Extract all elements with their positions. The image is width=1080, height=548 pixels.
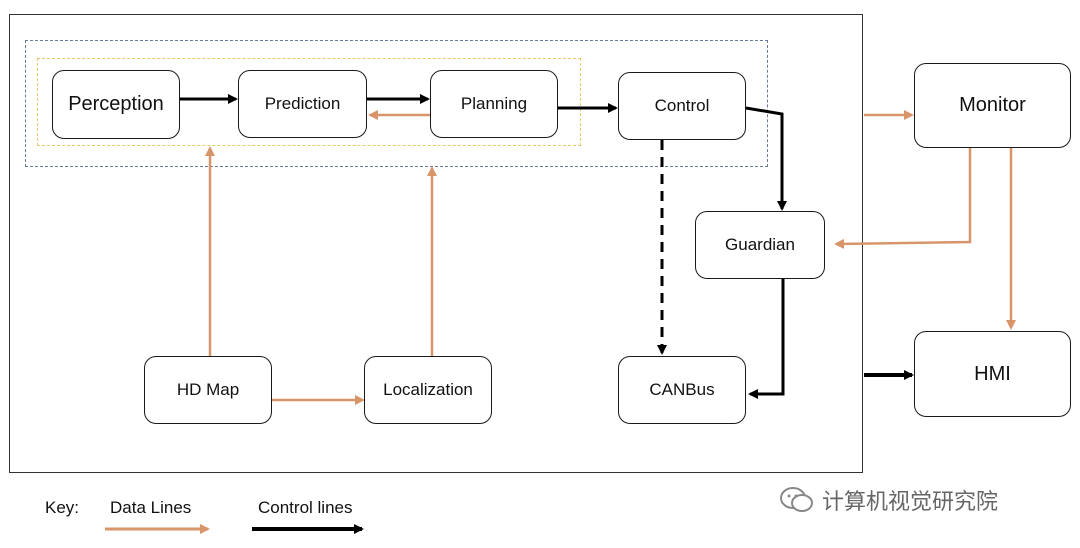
node-control-label: Control [654, 96, 710, 115]
outer-dashed-group [25, 40, 768, 167]
node-canbus-label: CANBus [649, 380, 715, 399]
node-hd-map-label: HD Map [176, 380, 240, 399]
arrow-guardian-to-canbus [748, 279, 785, 399]
node-hmi: HMI [914, 331, 1071, 417]
key-control-lines-label: Control lines [258, 498, 353, 517]
key-data-lines-label: Data Lines [110, 498, 192, 517]
arrow-control-to-guardian [745, 106, 787, 211]
node-planning-label: Planning [460, 94, 528, 113]
node-perception: Perception [52, 70, 180, 139]
arrow-monitor-to-guardian [834, 148, 972, 249]
watermark-text: 计算机视觉研究院 [822, 490, 999, 515]
watermark: 计算机视觉研究院 [780, 484, 998, 516]
node-control: Control [618, 72, 746, 140]
node-guardian: Guardian [695, 211, 825, 279]
node-canbus: CANBus [618, 356, 746, 424]
node-prediction-label: Prediction [264, 94, 341, 113]
node-perception-label: Perception [68, 93, 164, 115]
node-localization: Localization [364, 356, 492, 424]
wechat-icon [780, 486, 814, 514]
node-localization-label: Localization [383, 380, 473, 399]
node-prediction: Prediction [238, 70, 367, 138]
node-monitor: Monitor [914, 63, 1071, 148]
node-monitor-label: Monitor [959, 94, 1026, 116]
node-guardian-label: Guardian [725, 235, 795, 254]
inner-dashed-group [37, 58, 581, 146]
node-hd-map: HD Map [144, 356, 272, 424]
key-label: Key: [45, 498, 80, 517]
node-planning: Planning [430, 70, 558, 138]
node-hmi-label: HMI [974, 362, 1011, 385]
